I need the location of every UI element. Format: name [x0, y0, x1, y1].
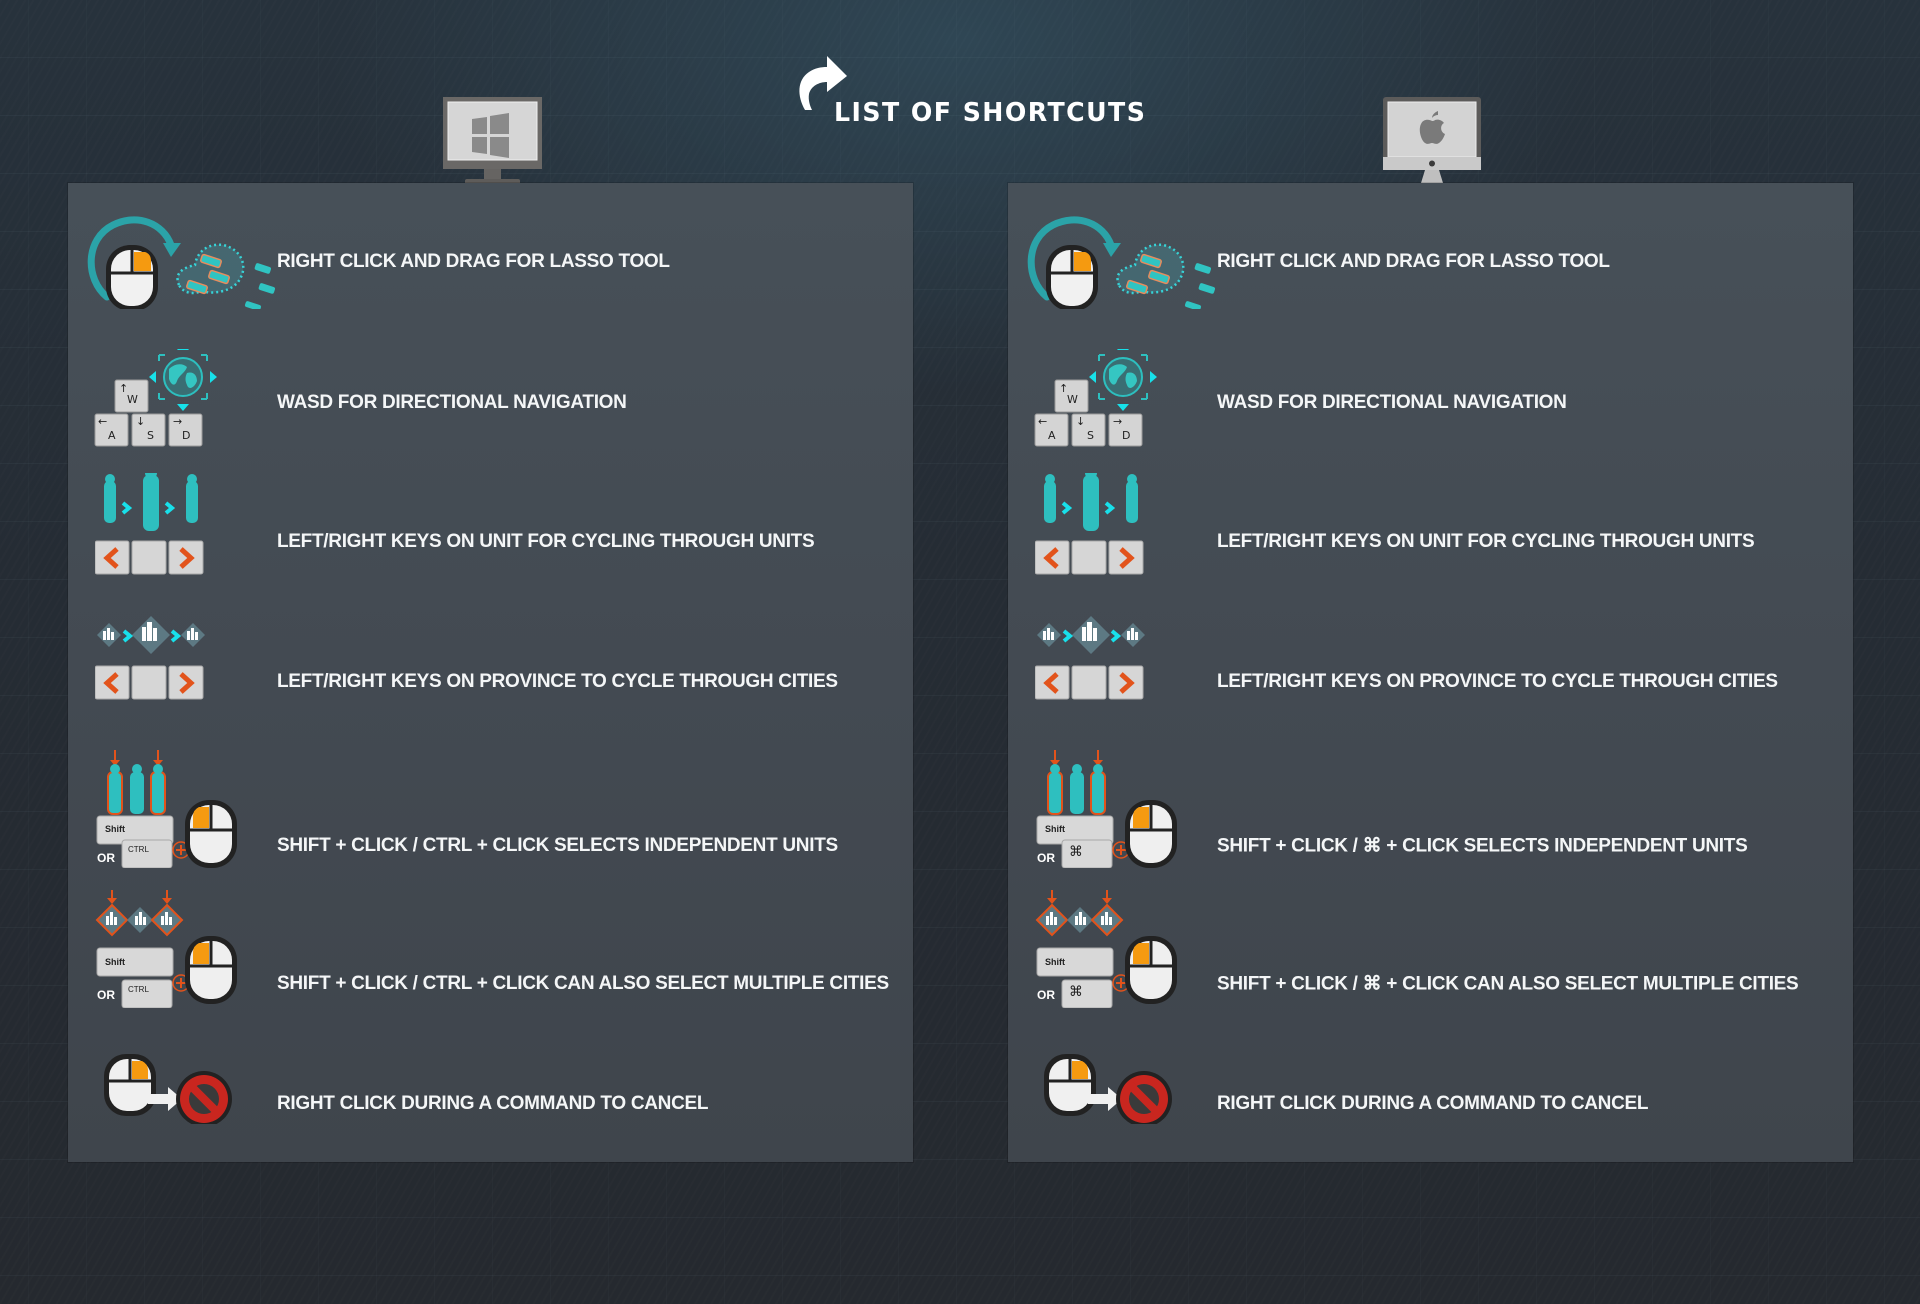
- svg-text:↑: ↑: [119, 382, 128, 395]
- svg-text:D: D: [1122, 429, 1130, 442]
- page-header: LIST OF SHORTCUTS: [795, 52, 1145, 132]
- shortcut-row-multi-units: Shift OR CTRL SHIFT + CLICK / CTRL + CLI…: [68, 748, 913, 878]
- shortcut-row-multi-cities: Shift OR CTRL SHIFT + CLICK / CTRL + CLI…: [68, 888, 913, 1018]
- shortcut-row-wasd: ↑W ←A ↓S →D WASD FOR DIRECTIONAL NAVIGAT…: [1008, 343, 1853, 473]
- svg-text:←: ←: [98, 415, 107, 428]
- svg-text:OR: OR: [97, 988, 115, 1002]
- shortcut-row-wasd: ↑W ←A ↓S →D WASD FOR DIRECTIONAL NAVIGAT…: [68, 343, 913, 473]
- lasso-mouse-icon: [1027, 216, 1216, 309]
- shortcut-row-lasso: RIGHT CLICK AND DRAG FOR LASSO TOOL: [68, 183, 913, 313]
- shortcut-label: SHIFT + CLICK / ⌘ + CLICK SELECTS INDEPE…: [1217, 835, 1748, 857]
- svg-text:↑: ↑: [1059, 382, 1068, 395]
- svg-text:OR: OR: [1037, 988, 1055, 1002]
- shortcut-label: LEFT/RIGHT KEYS ON UNIT FOR CYCLING THRO…: [1217, 531, 1755, 552]
- svg-text:A: A: [1048, 429, 1056, 442]
- wasd-globe-icon: ↑W ←A ↓S →D: [94, 349, 217, 447]
- shortcut-row-city-cycle: LEFT/RIGHT KEYS ON PROVINCE TO CYCLE THR…: [68, 613, 913, 743]
- svg-text:S: S: [1087, 429, 1094, 442]
- shift-cmd-click-cities-icon: Shift OR ⌘: [1035, 890, 1177, 1008]
- right-click-cancel-icon: [1044, 1054, 1172, 1124]
- lasso-mouse-icon: [87, 216, 276, 309]
- shortcut-label: SHIFT + CLICK / CTRL + CLICK SELECTS IND…: [277, 835, 838, 856]
- svg-text:Shift: Shift: [105, 957, 125, 967]
- shortcut-label: LEFT/RIGHT KEYS ON PROVINCE TO CYCLE THR…: [277, 671, 838, 692]
- shortcut-row-cancel: RIGHT CLICK DURING A COMMAND TO CANCEL: [68, 1048, 913, 1178]
- shortcut-label: RIGHT CLICK AND DRAG FOR LASSO TOOL: [1217, 251, 1610, 272]
- svg-text:↓: ↓: [136, 415, 145, 428]
- shift-ctrl-click-cities-icon: Shift OR CTRL: [95, 890, 237, 1008]
- wasd-globe-icon: ↑W ←A ↓S →D: [1034, 349, 1157, 447]
- mac-monitor-icon: [1383, 97, 1481, 188]
- svg-text:↓: ↓: [1076, 415, 1085, 428]
- shortcut-label: SHIFT + CLICK / CTRL + CLICK CAN ALSO SE…: [277, 973, 889, 994]
- city-cycle-arrow-keys-icon: [95, 616, 205, 700]
- svg-text:CTRL: CTRL: [128, 845, 149, 854]
- shortcut-row-multi-units: Shift OR ⌘ SHIFT + CLICK / ⌘ + CLICK SEL…: [1008, 748, 1853, 878]
- svg-text:→: →: [1113, 415, 1122, 428]
- shortcut-label: RIGHT CLICK DURING A COMMAND TO CANCEL: [1217, 1093, 1649, 1114]
- svg-text:→: →: [173, 415, 182, 428]
- shortcut-label: SHIFT + CLICK / ⌘ + CLICK CAN ALSO SELEC…: [1217, 973, 1799, 995]
- svg-text:W: W: [1067, 393, 1078, 406]
- svg-text:D: D: [182, 429, 190, 442]
- shortcut-row-lasso: RIGHT CLICK AND DRAG FOR LASSO TOOL: [1008, 183, 1853, 313]
- right-click-cancel-icon: [104, 1054, 232, 1124]
- city-cycle-arrow-keys-icon: [1035, 616, 1145, 700]
- svg-text:CTRL: CTRL: [128, 985, 149, 994]
- shortcut-label: WASD FOR DIRECTIONAL NAVIGATION: [1217, 392, 1567, 413]
- svg-text:OR: OR: [1037, 851, 1055, 865]
- windows-shortcuts-panel: RIGHT CLICK AND DRAG FOR LASSO TOOL ↑W ←…: [68, 183, 913, 1162]
- unit-cycle-arrow-keys-icon: [95, 473, 204, 575]
- shortcut-label: LEFT/RIGHT KEYS ON PROVINCE TO CYCLE THR…: [1217, 671, 1778, 692]
- svg-text:⌘: ⌘: [1069, 844, 1083, 860]
- mac-shortcuts-panel: RIGHT CLICK AND DRAG FOR LASSO TOOL ↑W ←…: [1008, 183, 1853, 1162]
- windows-monitor-icon: [443, 97, 542, 185]
- svg-text:OR: OR: [97, 851, 115, 865]
- svg-text:S: S: [147, 429, 154, 442]
- shortcut-row-unit-cycle: LEFT/RIGHT KEYS ON UNIT FOR CYCLING THRO…: [1008, 473, 1853, 603]
- shortcut-label: RIGHT CLICK AND DRAG FOR LASSO TOOL: [277, 251, 670, 272]
- svg-text:A: A: [108, 429, 116, 442]
- shortcut-row-cancel: RIGHT CLICK DURING A COMMAND TO CANCEL: [1008, 1048, 1853, 1178]
- shortcut-label: LEFT/RIGHT KEYS ON UNIT FOR CYCLING THRO…: [277, 531, 815, 552]
- shift-cmd-click-units-icon: Shift OR ⌘: [1036, 750, 1177, 868]
- svg-text:W: W: [127, 393, 138, 406]
- shortcut-label: RIGHT CLICK DURING A COMMAND TO CANCEL: [277, 1093, 709, 1114]
- svg-text:Shift: Shift: [1045, 824, 1065, 834]
- shortcut-row-multi-cities: Shift OR ⌘ SHIFT + CLICK / ⌘ + CLICK CAN…: [1008, 888, 1853, 1018]
- shortcut-row-city-cycle: LEFT/RIGHT KEYS ON PROVINCE TO CYCLE THR…: [1008, 613, 1853, 743]
- svg-text:←: ←: [1038, 415, 1047, 428]
- unit-cycle-arrow-keys-icon: [1035, 473, 1144, 575]
- shortcut-row-unit-cycle: LEFT/RIGHT KEYS ON UNIT FOR CYCLING THRO…: [68, 473, 913, 603]
- shortcut-label: WASD FOR DIRECTIONAL NAVIGATION: [277, 392, 627, 413]
- shift-ctrl-click-units-icon: Shift OR CTRL: [96, 750, 237, 868]
- svg-text:⌘: ⌘: [1069, 984, 1083, 1000]
- curved-arrow-icon: [799, 56, 847, 110]
- svg-text:Shift: Shift: [105, 824, 125, 834]
- svg-text:Shift: Shift: [1045, 957, 1065, 967]
- page-title: LIST OF SHORTCUTS: [834, 98, 1147, 128]
